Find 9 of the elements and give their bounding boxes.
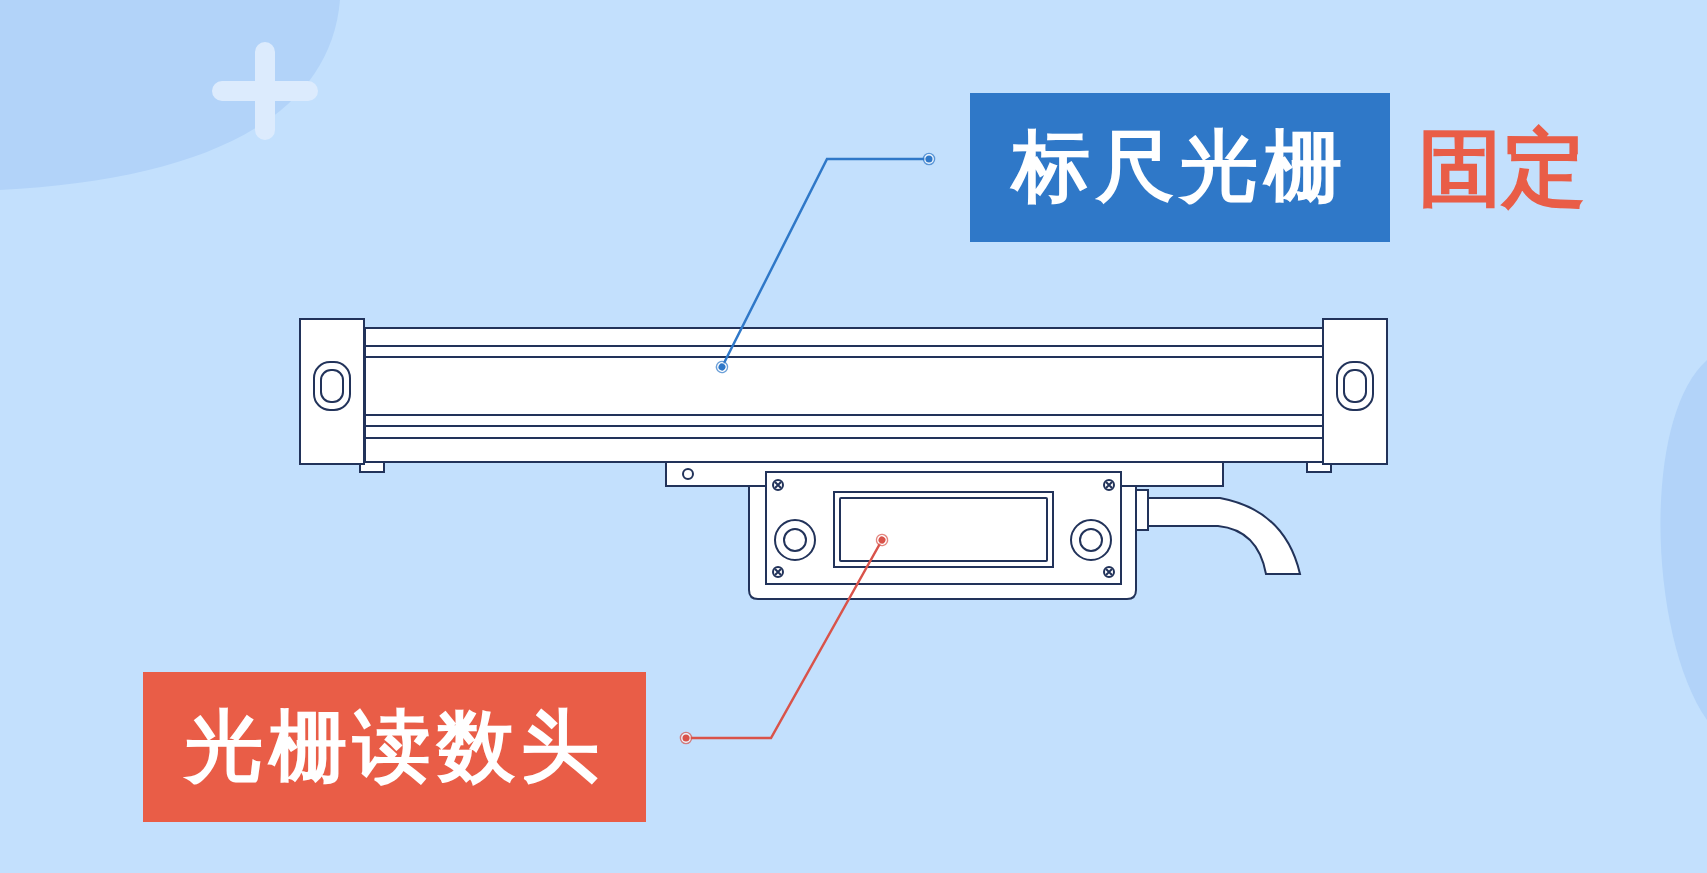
note-text: 固定 [1418, 118, 1586, 219]
leader-line [679, 533, 889, 745]
label-text: 标尺光栅 [1012, 120, 1348, 213]
scale-rail [364, 327, 1324, 463]
label-box [143, 672, 646, 822]
reader-window [839, 497, 1048, 562]
label-text: 光栅读数头 [184, 699, 605, 793]
label-box [970, 93, 1390, 242]
leader-line [715, 152, 936, 374]
